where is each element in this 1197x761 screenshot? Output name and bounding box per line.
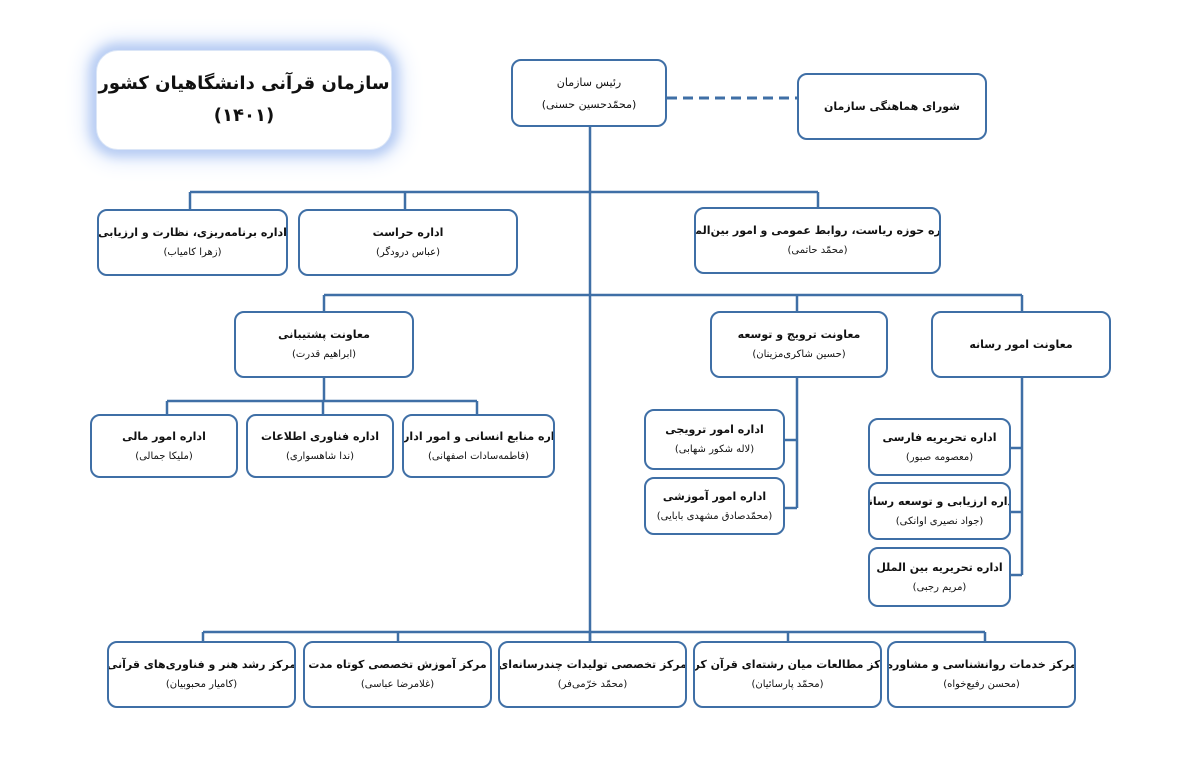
node-title: اداره امور ترویجی bbox=[665, 423, 764, 436]
node-title: مرکز مطالعات میان رشته‌ای قرآن کریم bbox=[693, 658, 881, 671]
node-promotion-deputy[interactable]: معاونت ترویج و توسعه (حسین شاکری‌مزینان) bbox=[710, 311, 888, 378]
node-title: اداره امور آموزشی bbox=[662, 489, 767, 503]
node-art-tech-center[interactable]: مرکز رشد هنر و فناوری‌های قرآنی (کامیار … bbox=[107, 641, 296, 708]
node-title: مرکز رشد هنر و فناوری‌های قرآنی bbox=[107, 658, 296, 671]
node-name: (جواد نصیری اوانکی) bbox=[895, 515, 984, 527]
node-training-center[interactable]: مرکز آموزش تخصصی کوتاه مدت (غلامرضا عباس… bbox=[303, 641, 492, 708]
node-name: (ندا شاهسواری) bbox=[286, 450, 355, 462]
node-name: (عباس درودگر) bbox=[375, 247, 441, 258]
node-support-deputy[interactable]: معاونت پشتیبانی (ابراهیم قدرت) bbox=[234, 311, 414, 378]
node-counseling-center[interactable]: مرکز خدمات روانشناسی و مشاوره (محسن رفیع… bbox=[887, 641, 1076, 708]
node-title: اداره تحریریه فارسی bbox=[882, 430, 997, 444]
node-name: (معصومه صبور) bbox=[905, 451, 974, 463]
node-name: (لاله شکور شهابی) bbox=[674, 444, 755, 455]
node-promotional-affairs-office[interactable]: اداره امور ترویجی (لاله شکور شهابی) bbox=[644, 409, 785, 470]
node-title: اداره ارزیابی و توسعه رسانه bbox=[868, 494, 1011, 508]
node-presidency-office[interactable]: اداره حوزه ریاست، روابط عمومی و امور بین… bbox=[694, 207, 941, 274]
node-coordination-council[interactable]: شورای هماهنگی سازمان bbox=[797, 73, 987, 140]
node-multimedia-center[interactable]: مرکز تخصصی تولیدات چندرسانه‌ای (محمّد خر… bbox=[498, 641, 687, 708]
node-title: معاونت پشتیبانی bbox=[278, 328, 370, 341]
node-name: (فاطمه‌سادات اصفهانی) bbox=[427, 450, 530, 462]
node-name: (مریم رجبی) bbox=[912, 581, 967, 593]
node-name: (ابراهیم قدرت) bbox=[291, 349, 357, 360]
node-media-evaluation-office[interactable]: اداره ارزیابی و توسعه رسانه (جواد نصیری … bbox=[868, 482, 1011, 540]
node-title: اداره برنامه‌ریزی، نظارت و ارزیابی bbox=[98, 226, 287, 239]
node-title: معاونت امور رسانه bbox=[969, 337, 1073, 351]
node-name: (محمّدصادق مشهدی بابایی) bbox=[656, 510, 773, 522]
node-title: اداره تحریریه بین الملل bbox=[876, 560, 1003, 574]
node-title: اداره منابع انسانی و امور اداری bbox=[403, 429, 555, 443]
node-planning-office[interactable]: اداره برنامه‌ریزی، نظارت و ارزیابی (زهرا… bbox=[97, 209, 288, 276]
node-name: (محمّد خرّمی‌فر) bbox=[557, 679, 628, 690]
node-persian-editorial-office[interactable]: اداره تحریریه فارسی (معصومه صبور) bbox=[868, 418, 1011, 476]
node-name: (محسن رفیع‌خواه) bbox=[943, 679, 1020, 690]
node-name: (حسین شاکری‌مزینان) bbox=[752, 349, 846, 360]
node-title: رئیس سازمان bbox=[556, 75, 622, 89]
node-title: اداره امور مالی bbox=[122, 429, 206, 443]
node-title: اداره فناوری اطلاعات bbox=[261, 429, 379, 443]
node-security-office[interactable]: اداره حراست (عباس درودگر) bbox=[298, 209, 518, 276]
node-name: (غلامرضا عباسی) bbox=[360, 679, 435, 690]
node-president[interactable]: رئیس سازمان (محمّدحسین حسنی) bbox=[511, 59, 667, 127]
node-name: (کامیار محبوبیان) bbox=[165, 679, 238, 690]
node-title: اداره حراست bbox=[372, 226, 444, 239]
node-title: مرکز آموزش تخصصی کوتاه مدت bbox=[308, 658, 487, 671]
node-finance-office[interactable]: اداره امور مالی (ملیکا جمالی) bbox=[90, 414, 238, 478]
node-title: اداره حوزه ریاست، روابط عمومی و امور بین… bbox=[694, 224, 941, 237]
node-hr-office[interactable]: اداره منابع انسانی و امور اداری (فاطمه‌س… bbox=[402, 414, 555, 478]
node-title: مرکز تخصصی تولیدات چندرسانه‌ای bbox=[498, 658, 687, 671]
node-name: (زهرا کامیاب) bbox=[163, 247, 222, 258]
node-title: معاونت ترویج و توسعه bbox=[737, 328, 861, 341]
node-international-editorial-office[interactable]: اداره تحریریه بین الملل (مریم رجبی) bbox=[868, 547, 1011, 607]
node-title: شورای هماهنگی سازمان bbox=[824, 99, 960, 113]
chart-year: (۱۴۰۱) bbox=[213, 105, 275, 126]
node-name: (محمّد پارسائیان) bbox=[751, 679, 824, 690]
node-media-deputy[interactable]: معاونت امور رسانه bbox=[931, 311, 1111, 378]
node-title: مرکز خدمات روانشناسی و مشاوره bbox=[887, 658, 1076, 671]
chart-title-box: سازمان قرآنی دانشگاهیان کشور (۱۴۰۱) bbox=[96, 50, 392, 150]
node-name: (ملیکا جمالی) bbox=[135, 450, 193, 462]
chart-title: سازمان قرآنی دانشگاهیان کشور bbox=[98, 73, 390, 94]
node-name: (محمّدحسین حسنی) bbox=[541, 97, 637, 111]
node-interdisciplinary-studies-center[interactable]: مرکز مطالعات میان رشته‌ای قرآن کریم (محم… bbox=[693, 641, 882, 708]
node-education-office[interactable]: اداره امور آموزشی (محمّدصادق مشهدی بابای… bbox=[644, 477, 785, 535]
node-it-office[interactable]: اداره فناوری اطلاعات (ندا شاهسواری) bbox=[246, 414, 394, 478]
node-name: (محمّد حاتمی) bbox=[787, 245, 848, 256]
